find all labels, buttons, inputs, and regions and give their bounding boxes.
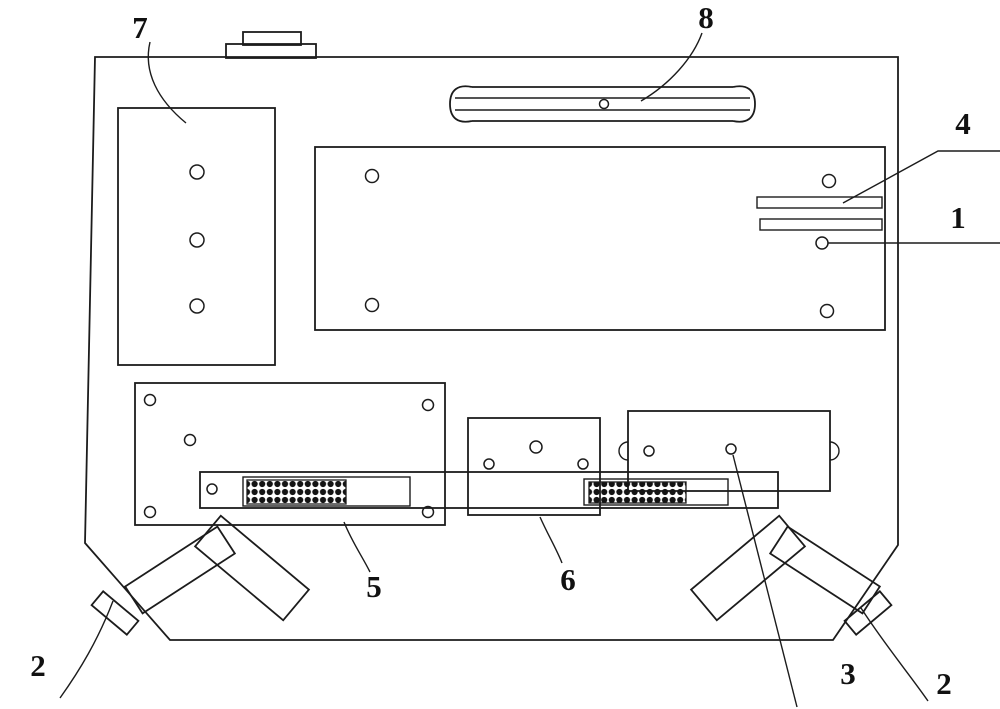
- terminal-left-dot-strip: [246, 479, 347, 505]
- right-plate-hole-center: [725, 443, 737, 455]
- panel-outline: [84, 56, 899, 641]
- left-plate-hole-bottom: [189, 298, 205, 314]
- middle-plate: [467, 417, 601, 516]
- main-plate-hole-top-left: [364, 168, 380, 184]
- bl-plate-hole-1: [143, 393, 157, 407]
- terminal-bar-outline: [199, 471, 779, 509]
- middle-plate-hole-left: [483, 458, 495, 470]
- terminal-left-frame: [242, 476, 411, 507]
- top-connector-base: [225, 43, 317, 59]
- handle-right-flare: [732, 85, 756, 123]
- left-plate: [117, 107, 276, 366]
- right-plate-right-ear: [829, 441, 840, 461]
- top-connector-tip: [242, 31, 302, 46]
- bl-plate-hole-4: [421, 505, 435, 519]
- terminal-right-frame: [583, 478, 729, 506]
- slot-lower: [759, 218, 883, 231]
- callout-4-label: 4: [955, 106, 971, 141]
- callout-5-label: 5: [366, 569, 382, 604]
- callout-1-label: 1: [950, 200, 966, 235]
- left-plate-outline: [117, 107, 276, 366]
- callout-2-right-leader: [860, 607, 929, 702]
- left-plate-hole-top: [189, 164, 205, 180]
- callout-6-leader: [539, 516, 563, 564]
- left-plate-hole-middle: [189, 232, 205, 248]
- callout-6-label: 6: [560, 562, 576, 597]
- bl-plate-hole-3: [143, 505, 157, 519]
- handle-left-flare: [449, 85, 473, 123]
- callout-7-label: 7: [132, 10, 148, 45]
- right-foot-brackets: [689, 514, 893, 636]
- left-foot-band-b: [193, 514, 311, 622]
- main-plate-outline: [314, 146, 886, 331]
- callout-8-leader: [640, 32, 703, 102]
- callout-5-leader: [343, 521, 371, 573]
- left-foot-corner-clip: [90, 590, 140, 636]
- callout-3-leader: [732, 454, 798, 708]
- middle-plate-hole-top: [529, 440, 543, 454]
- main-plate-hole-bottom-right: [819, 303, 835, 319]
- right-plate: [618, 410, 840, 492]
- callout-8-label: 8: [698, 0, 714, 35]
- callout-4-leader: [842, 150, 1000, 204]
- right-plate-left-ear: [618, 441, 629, 461]
- terminal-bar-hole: [206, 483, 218, 495]
- callout-7-leader: [147, 41, 187, 124]
- bl-plate-hole-5: [183, 433, 197, 447]
- fastener-hole: [815, 236, 829, 250]
- handle-screw-hole: [598, 98, 610, 110]
- bottom-left-plate: [134, 382, 446, 526]
- right-foot-band-b: [689, 514, 807, 622]
- terminal-right-dot-strip: [588, 481, 687, 504]
- main-plate-hole-bottom-left: [364, 297, 380, 313]
- callout-3-label: 3: [840, 656, 856, 691]
- middle-plate-hole-right: [577, 458, 589, 470]
- right-plate-outline: [627, 410, 831, 492]
- callout-2-left-label: 2: [30, 648, 46, 683]
- handle: [449, 85, 756, 123]
- terminal-bar: [199, 471, 779, 509]
- bl-plate-hole-2: [421, 398, 435, 412]
- left-foot-band-a: [123, 525, 237, 615]
- main-plate: [314, 146, 886, 331]
- slot-upper: [756, 196, 883, 209]
- bottom-left-plate-outline: [134, 382, 446, 526]
- middle-plate-outline: [467, 417, 601, 516]
- callout-2-right-label: 2: [936, 666, 952, 701]
- callout-2-left-leader: [59, 600, 114, 699]
- left-foot-brackets: [90, 514, 311, 636]
- right-foot-band-a: [768, 525, 882, 615]
- right-foot-corner-clip: [843, 590, 893, 636]
- main-plate-hole-top-right: [821, 173, 837, 189]
- right-plate-hole-left: [643, 445, 655, 457]
